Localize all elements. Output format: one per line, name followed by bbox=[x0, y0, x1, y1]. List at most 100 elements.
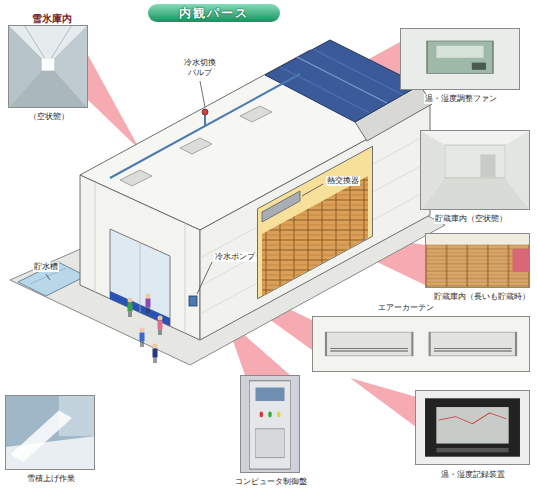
leader-line bbox=[200, 81, 205, 107]
photo-image bbox=[426, 234, 529, 287]
blue-roof bbox=[313, 49, 403, 95]
photo-image bbox=[54, 26, 87, 107]
photo-image bbox=[260, 412, 263, 418]
people-figure bbox=[140, 333, 145, 342]
photo-image bbox=[250, 381, 291, 469]
cold-water-pipe bbox=[110, 74, 300, 178]
photo-image bbox=[421, 131, 529, 209]
photo-image bbox=[6, 396, 94, 469]
people-figure bbox=[128, 298, 133, 303]
photo-image bbox=[25, 26, 45, 58]
leader-line bbox=[302, 184, 323, 196]
photo-image bbox=[416, 391, 529, 464]
photo-image bbox=[6, 396, 94, 469]
photo-image bbox=[416, 391, 529, 464]
leader-line bbox=[197, 262, 212, 294]
people-figure bbox=[149, 308, 150, 314]
people-figure bbox=[159, 330, 160, 336]
cutaway-interior bbox=[258, 146, 373, 299]
people-figure bbox=[156, 358, 157, 364]
photo-caption: 雪積上げ作業 bbox=[26, 474, 76, 484]
door-opening bbox=[110, 229, 170, 326]
photo-image bbox=[313, 317, 529, 371]
photo-image bbox=[326, 332, 412, 356]
people-figure bbox=[161, 330, 162, 336]
photo-frame: 雪積上げ作業 bbox=[5, 395, 95, 470]
photo-image bbox=[430, 332, 516, 356]
photo-image bbox=[436, 407, 508, 444]
photo-frame: 温・湿度記録装置 bbox=[415, 390, 530, 465]
photo-caption: （空状態） bbox=[28, 112, 70, 122]
people-figure bbox=[128, 303, 133, 312]
people-figure bbox=[141, 342, 142, 348]
water-tank bbox=[18, 262, 86, 296]
people-figure bbox=[153, 344, 158, 349]
photo-image bbox=[426, 234, 529, 287]
photo-frame: 貯蔵庫内（長いも貯蔵時） bbox=[425, 233, 530, 288]
people-figure bbox=[128, 294, 163, 364]
photo-image bbox=[330, 348, 511, 351]
photo-image bbox=[427, 41, 493, 73]
photo-frame: 温・湿度調整ファン bbox=[400, 28, 520, 90]
cold-water-pipe bbox=[110, 74, 300, 178]
photo-caption: 貯蔵庫内（空状態） bbox=[434, 214, 508, 224]
photo-image bbox=[436, 46, 483, 58]
photo-image bbox=[256, 388, 285, 401]
leader-line bbox=[46, 81, 323, 294]
end-wall bbox=[185, 223, 186, 333]
photo-image bbox=[51, 26, 71, 58]
photo-caption: 温・湿度記録装置 bbox=[440, 470, 506, 480]
photo-frame: 雪氷庫内（空状態） bbox=[8, 25, 88, 108]
part-label: 熱交換器 bbox=[326, 176, 360, 186]
people-figure bbox=[153, 349, 158, 358]
photo-image bbox=[421, 131, 529, 209]
cold-water-pump bbox=[189, 296, 197, 306]
photo-image bbox=[401, 29, 519, 89]
photo-image bbox=[42, 58, 54, 70]
cutaway-interior bbox=[262, 176, 368, 296]
photo-image bbox=[439, 413, 507, 424]
photo-frame: エアーカーテン bbox=[312, 316, 530, 372]
cutaway-interior bbox=[262, 191, 300, 222]
photo-caption: エアーカーテン bbox=[377, 303, 435, 313]
photo-image bbox=[425, 398, 520, 456]
door-opening bbox=[110, 229, 170, 326]
people-figure bbox=[146, 294, 151, 299]
photo-image bbox=[10, 411, 72, 462]
people-figure bbox=[140, 328, 145, 333]
photo-image bbox=[445, 145, 505, 178]
building-roof bbox=[240, 106, 272, 122]
cold-water-pipe bbox=[202, 109, 208, 115]
photo-image bbox=[9, 26, 42, 107]
photo-image bbox=[421, 131, 445, 209]
people-figure bbox=[146, 299, 151, 308]
photo-frame: 貯蔵庫内（空状態） bbox=[420, 130, 530, 210]
title-banner: 内観パース bbox=[148, 4, 280, 22]
people-figure bbox=[158, 321, 163, 330]
photo-image bbox=[472, 63, 486, 70]
door-opening bbox=[140, 242, 141, 312]
photo-frame: コンピュータ制御盤 bbox=[240, 375, 300, 473]
people-figure bbox=[158, 316, 163, 321]
photo-image bbox=[401, 29, 519, 89]
photo-image bbox=[426, 245, 529, 287]
end-wall bbox=[80, 175, 200, 340]
photo-image bbox=[268, 412, 271, 418]
photo-caption: 温・湿度調整ファン bbox=[424, 94, 498, 104]
callout-wedge bbox=[88, 55, 140, 150]
people-figure bbox=[131, 312, 132, 318]
photo-image bbox=[9, 26, 87, 107]
photo-caption: コンピュータ制御盤 bbox=[234, 477, 308, 487]
leader-line bbox=[46, 274, 50, 280]
photo-image bbox=[241, 376, 299, 472]
people-figure bbox=[154, 358, 155, 364]
people-figure bbox=[147, 308, 148, 314]
building-roof bbox=[180, 138, 212, 154]
part-label: 貯水槽 bbox=[33, 262, 59, 272]
photo-image bbox=[313, 317, 529, 371]
photo-image bbox=[9, 26, 87, 107]
photo-heading: 雪氷庫内 bbox=[31, 13, 73, 25]
blue-roof bbox=[280, 67, 370, 113]
building-roof bbox=[120, 170, 152, 186]
part-label: 冷水切換 バルブ bbox=[181, 58, 219, 78]
